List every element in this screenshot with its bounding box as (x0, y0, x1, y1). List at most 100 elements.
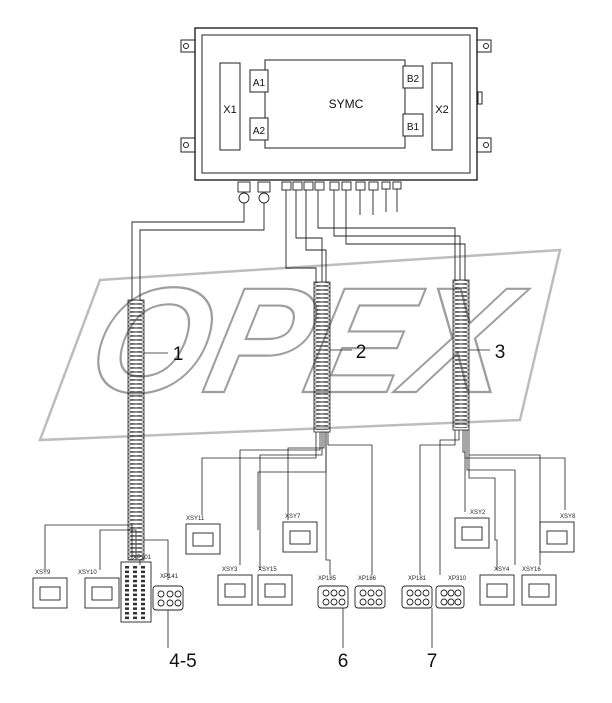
xp101-pin (133, 598, 137, 601)
coil-ring (313, 349, 331, 355)
coil-ring (452, 339, 470, 345)
coil-ring (313, 293, 331, 299)
coil-ring (127, 503, 145, 509)
coil-ring (452, 303, 470, 309)
label-xp101: XP101 (133, 555, 152, 561)
coil-ring (313, 281, 331, 287)
xp101-pin (125, 575, 129, 578)
x1-label: X1 (223, 104, 236, 116)
xp101-pin (125, 566, 129, 569)
coil-ring (127, 423, 145, 429)
harness-3-coil (452, 279, 470, 429)
b2-label: B2 (407, 74, 420, 85)
coil-ring (313, 301, 331, 307)
coil-ring (313, 425, 331, 431)
coil-ring (127, 435, 145, 441)
coil-ring (452, 283, 470, 289)
coil-ring (127, 363, 145, 369)
coil-ring (127, 343, 145, 349)
coil-ring (452, 299, 470, 305)
coil-ring (127, 331, 145, 337)
xp101-pin (133, 589, 137, 592)
coil-ring (127, 371, 145, 377)
xp101-pins (125, 566, 145, 620)
coil-ring (452, 375, 470, 381)
watermark-text: OPEX (76, 258, 536, 425)
coil-ring (313, 389, 331, 395)
coil-ring (127, 475, 145, 481)
xp101-pin (133, 593, 137, 597)
harness-2-coil (313, 281, 331, 431)
coil-ring (127, 335, 145, 341)
coil-ring (452, 407, 470, 413)
coil-ring (313, 329, 331, 335)
coil-ring (127, 499, 145, 505)
coil-ring (127, 443, 145, 449)
coil-ring (127, 431, 145, 437)
coil-ring (452, 355, 470, 361)
coil-ring (127, 299, 145, 305)
coil-ring (127, 315, 145, 321)
xp101-pin (125, 570, 129, 574)
coil-ring (127, 447, 145, 453)
coil-ring (313, 361, 331, 367)
coil-ring (313, 369, 331, 375)
coil-ring (313, 297, 331, 303)
xp101-pin (141, 579, 145, 583)
coil-ring (127, 439, 145, 445)
coil-ring (313, 405, 331, 411)
coil-ring (127, 347, 145, 353)
xp101-pin (125, 602, 129, 606)
wiring (131, 189, 466, 300)
coil-ring (127, 507, 145, 513)
a1-label: A1 (253, 78, 266, 89)
coil-ring (452, 395, 470, 401)
a2-label: A2 (253, 126, 266, 137)
coil-ring (127, 383, 145, 389)
label-xsy9: XSY9 (35, 570, 51, 576)
coil-ring (452, 319, 470, 325)
coil-ring (452, 391, 470, 397)
coil-ring (452, 287, 470, 293)
x2-connector (431, 62, 453, 151)
xp101-pin (133, 602, 137, 606)
xp101-pin (141, 584, 145, 587)
coil-ring (127, 455, 145, 461)
coil-ring (452, 311, 470, 317)
coil-ring (452, 291, 470, 297)
watermark: OPEX (38, 248, 562, 442)
coil-ring (313, 345, 331, 351)
coil-ring (127, 399, 145, 405)
group-label-6: 6 (338, 651, 349, 672)
coil-ring (313, 421, 331, 427)
coil-ring (452, 367, 470, 373)
label-xsy2: XSY2 (470, 510, 486, 516)
coil-ring (452, 335, 470, 341)
coil-ring (313, 333, 331, 339)
harness-callouts (144, 349, 490, 354)
xp101-pin (125, 607, 129, 610)
connectors (32, 517, 575, 623)
coil-ring (127, 523, 145, 529)
coil-ring (127, 395, 145, 401)
coil-ring (313, 393, 331, 399)
group-callouts (167, 608, 433, 648)
cable-glands (237, 181, 402, 204)
coil-ring (127, 419, 145, 425)
coil-ring (127, 303, 145, 309)
coil-ring (313, 305, 331, 311)
coil-ring (127, 367, 145, 373)
coil-ring (127, 459, 145, 465)
coil-ring (452, 315, 470, 321)
coil-ring (452, 383, 470, 389)
coil-ring (313, 373, 331, 379)
coil-ring (452, 351, 470, 357)
group-label-4-5: 4-5 (169, 651, 196, 672)
coil-ring (452, 387, 470, 393)
coil-ring (127, 407, 145, 413)
coil-ring (127, 311, 145, 317)
coil-ring (452, 363, 470, 369)
xp101-pin (141, 607, 145, 610)
coil-ring (127, 319, 145, 325)
coil-ring (452, 327, 470, 333)
